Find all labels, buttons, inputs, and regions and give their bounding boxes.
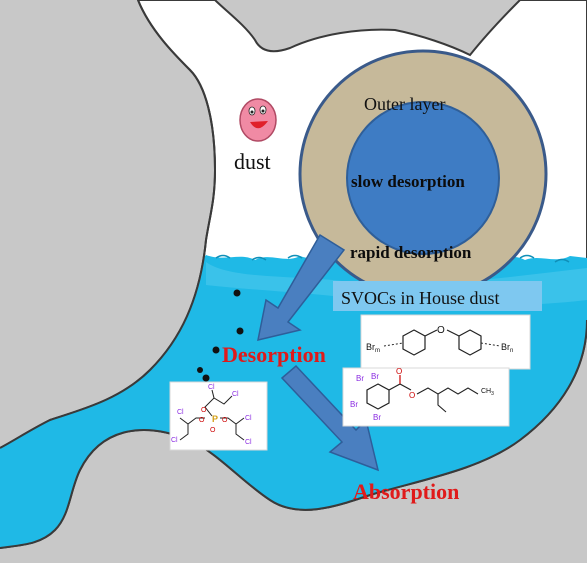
svoc-box — [333, 281, 542, 311]
arrow-to-absorption — [280, 364, 380, 472]
tbb-carbonyl-o: O — [396, 367, 402, 376]
desorption-label: Desorption — [222, 342, 326, 367]
slow-desorption-label: slow desorption — [351, 172, 465, 191]
tbb-ester-o: O — [409, 391, 415, 400]
stomach-outline — [0, 0, 587, 549]
slow-desorption-core — [346, 101, 500, 255]
absorption-label: Absorption — [353, 479, 459, 504]
tdcpp-o-1: O — [201, 407, 207, 414]
tbb-br-1: Br — [356, 374, 364, 383]
tbb-br-3: Br — [350, 400, 358, 409]
outer-layer-label: Outer layer — [364, 94, 445, 114]
tdcpp-cl-4: Cl — [171, 437, 178, 444]
rapid-desorption-label: rapid desorption — [350, 243, 472, 262]
pbde-oxygen: O — [437, 325, 445, 336]
tbb-br-2: Br — [371, 372, 379, 381]
dust-label: dust — [234, 149, 271, 174]
pbde-br-right: Brn — [501, 342, 513, 354]
tdcpp-cl-1: Cl — [208, 384, 215, 391]
tdcpp-cl-6: Cl — [245, 439, 252, 446]
dust-dots — [197, 289, 244, 382]
arrow-to-desorption — [257, 233, 346, 342]
tbb-structure-card: O O CH3 Br Br Br Br — [342, 367, 510, 427]
tdcpp-p-atom: P — [212, 414, 218, 424]
pbde-structure-card: O Brm Brn — [360, 314, 531, 370]
tdcpp-cl-5: Cl — [245, 415, 252, 422]
tdcpp-o-2: O — [199, 417, 205, 424]
tdcpp-cl-2: Cl — [232, 391, 239, 398]
dust-particle-icon — [239, 98, 277, 142]
svoc-box-label: SVOCs in House dust — [341, 288, 500, 308]
pbde-br-left: Brm — [366, 342, 380, 354]
tbb-br-4: Br — [373, 413, 381, 422]
tbb-ch3-label: CH3 — [481, 388, 494, 397]
tdcpp-cl-3: Cl — [177, 409, 184, 416]
tdcpp-o-3: O — [222, 417, 228, 424]
tdcpp-structure-card: P O O O O Cl Cl Cl Cl Cl Cl — [169, 381, 268, 451]
tdcpp-o-4: O — [210, 427, 216, 434]
